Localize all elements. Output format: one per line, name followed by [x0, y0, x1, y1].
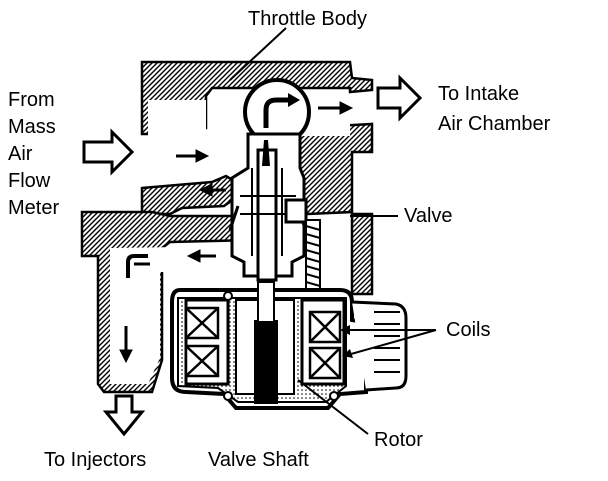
rotor-leader — [297, 379, 369, 435]
arrow-out-to-chamber — [376, 74, 423, 122]
label-from-line-3: Air — [8, 143, 33, 165]
label-from-line-4: Flow — [8, 170, 51, 192]
rotary-valve — [243, 78, 311, 146]
flow-arrows — [119, 101, 354, 364]
label-from-line-1: From — [8, 89, 55, 111]
leader-lines — [229, 27, 437, 435]
valve-spring — [305, 219, 321, 291]
outline-arrows — [82, 74, 423, 437]
label-to-intake-line-2: Air Chamber — [438, 113, 551, 135]
label-coils: Coils — [446, 319, 490, 341]
label-to-injectors: To Injectors — [44, 449, 146, 471]
valve-shaft — [254, 281, 278, 404]
coils-leader-lower — [343, 329, 437, 357]
label-throttle-body: Throttle Body — [248, 8, 367, 30]
coils-arrowheads — [340, 325, 353, 358]
arrow-down-to-injectors — [102, 394, 146, 437]
arrow-in-from-meter — [82, 128, 135, 176]
throttle-body-leader — [229, 27, 287, 81]
label-from-line-5: Meter — [8, 197, 59, 219]
label-to-intake-line-1: To Intake — [438, 83, 519, 105]
coils — [184, 306, 342, 380]
label-valve-shaft: Valve Shaft — [208, 449, 309, 471]
label-from-line-2: Mass — [8, 116, 56, 138]
label-rotor: Rotor — [374, 429, 423, 451]
valve-stem-assembly — [228, 132, 308, 282]
label-valve: Valve — [404, 205, 453, 227]
